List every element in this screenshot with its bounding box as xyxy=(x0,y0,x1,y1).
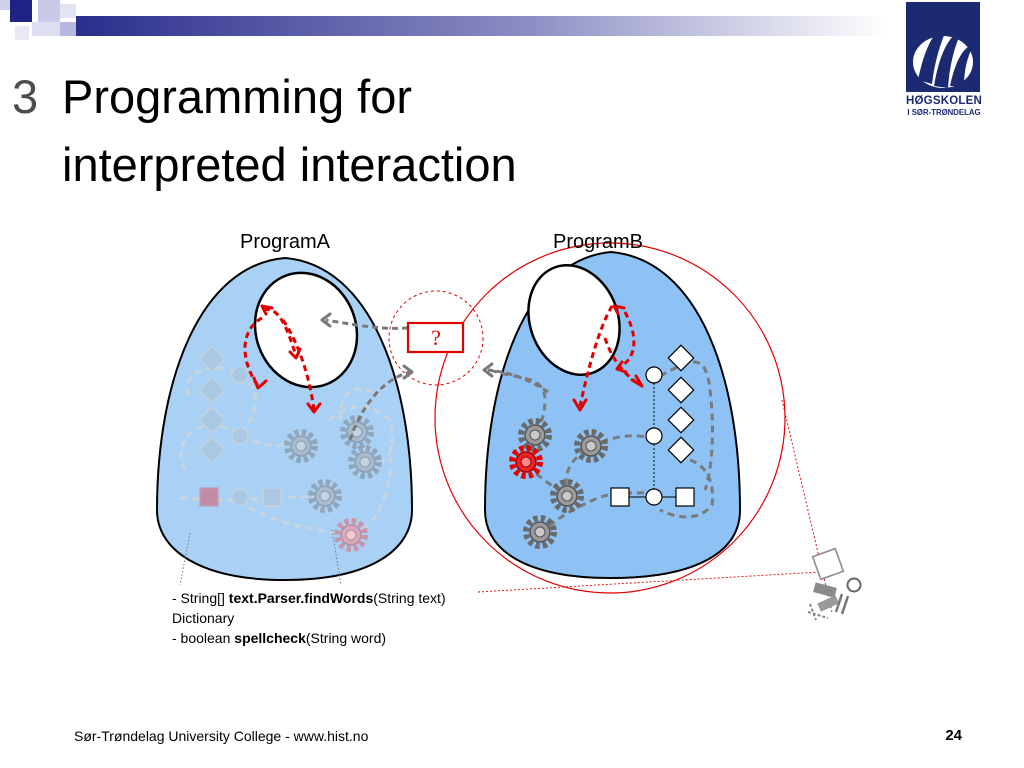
unknown-focus-circle xyxy=(388,290,484,386)
footer-organization: Sør-Trøndelag University College - www.h… xyxy=(74,728,369,744)
slide-number: 3 xyxy=(12,70,39,123)
unknown-marker-box xyxy=(406,321,465,354)
page-number: 24 xyxy=(945,727,962,744)
scattered-components xyxy=(807,547,862,621)
unknown-marker: ? xyxy=(431,325,441,350)
api-line-dictionary: Dictionary xyxy=(172,610,235,626)
method-spellcheck: spellcheck xyxy=(234,630,306,646)
program-a-interface xyxy=(253,271,359,389)
title-line-2: interpreted interaction xyxy=(62,138,517,191)
api-line-find-words: - String[] text.Parser.findWords(String … xyxy=(172,590,446,606)
lookup-arrows xyxy=(325,318,549,441)
logo-name: HØGSKOLEN xyxy=(906,95,982,107)
program-a-label: ProgramA xyxy=(240,231,331,253)
program-b-focus-circle xyxy=(434,242,786,594)
title-line-1: Programming for xyxy=(62,70,412,123)
method-find-words: text.Parser.findWords xyxy=(228,590,374,606)
program-b-label: ProgramB xyxy=(553,231,643,253)
college-logo xyxy=(906,2,980,92)
api-line-spellcheck: - boolean spellcheck(String word) xyxy=(172,630,387,646)
api-description: - String[] text.Parser.findWords(String … xyxy=(172,588,446,648)
header-decoration xyxy=(0,0,888,40)
logo-subname: I SØR-TRØNDELAG xyxy=(907,108,981,117)
